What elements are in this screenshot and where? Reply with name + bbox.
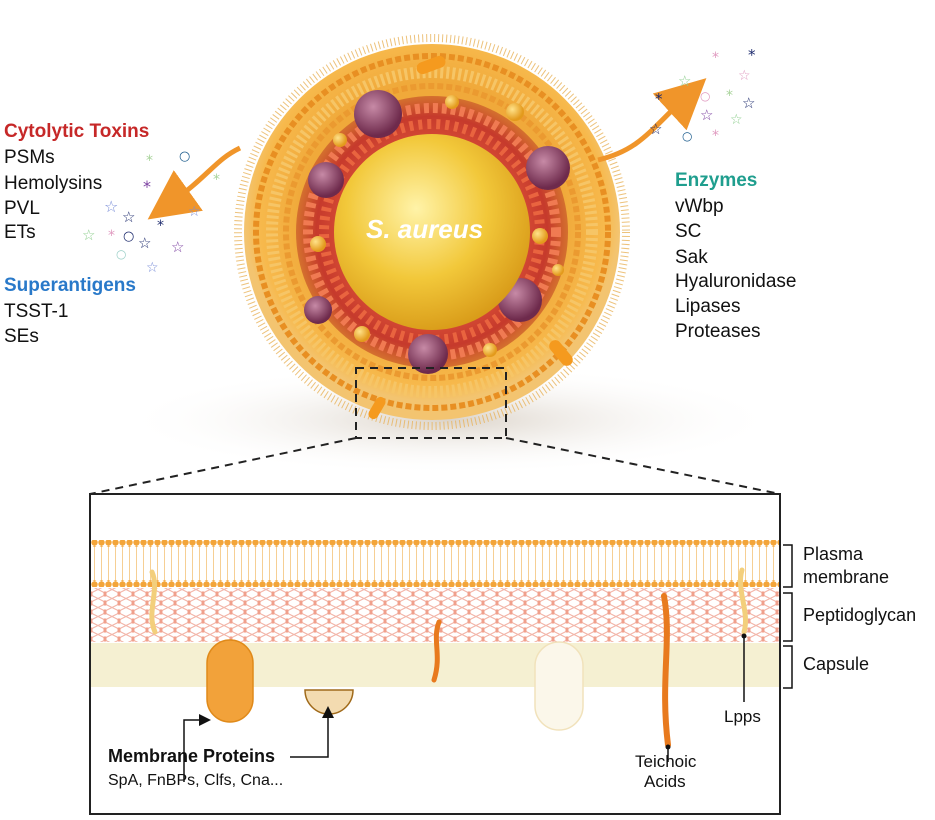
circle-icon: ○ <box>682 129 692 143</box>
organism-label: S. aureus <box>366 214 484 244</box>
circle-icon: ○ <box>123 229 134 244</box>
membrane-proteins-list: SpA, FnBPs, Clfs, Cna... <box>108 772 284 789</box>
enzyme-item: Proteases <box>675 321 761 342</box>
asterisk-icon: * <box>726 88 733 104</box>
vesicle <box>354 90 402 138</box>
star-icon: ☆ <box>82 226 95 244</box>
enzyme-item: Hyaluronidase <box>675 271 797 292</box>
star-icon: ☆ <box>171 238 184 256</box>
cell-core <box>334 134 530 330</box>
star-icon: ☆ <box>104 197 118 216</box>
teichoic-acids-label-2: Acids <box>644 772 686 791</box>
lipoprotein <box>149 569 158 635</box>
plasma-membrane-label-1: Plasma <box>803 544 864 564</box>
plasma-membrane-bottom <box>91 580 779 587</box>
plasma-membrane-label-2: membrane <box>803 567 890 587</box>
teichoic-acids-label-1: Teichoic <box>635 752 697 771</box>
superantigens-title: Superantigens <box>4 275 136 296</box>
star-icon: ☆ <box>146 260 159 276</box>
vesicle <box>304 296 332 324</box>
cell-shadow <box>120 365 780 475</box>
zoom-line-left <box>89 437 357 495</box>
asterisk-icon: * <box>157 218 164 234</box>
asterisk-icon: * <box>655 90 663 108</box>
star-icon: ☆ <box>649 120 662 138</box>
cell-envelope-inset <box>89 493 781 815</box>
enzyme-item: Sak <box>675 247 708 268</box>
teichoic-acid <box>431 619 442 683</box>
peptidoglycan-label: Peptidoglycan <box>803 605 917 625</box>
enzyme-release-arrow <box>597 78 707 163</box>
star-icon: ☆ <box>700 106 713 124</box>
asterisk-icon: * <box>712 50 719 66</box>
asterisk-icon: * <box>712 128 719 144</box>
asterisk-icon: * <box>748 46 756 64</box>
star-icon: ☆ <box>188 204 201 220</box>
star-icon: ☆ <box>138 234 151 252</box>
toxin-item: PVL <box>4 198 40 219</box>
toxin-item: PSMs <box>4 147 55 168</box>
toxin-particles: ☆ * ☆ ○ * ○ ☆ * ☆ * ☆ ☆ * ○ ☆ <box>82 149 220 276</box>
zoom-region <box>355 367 507 439</box>
asterisk-icon: * <box>143 177 151 196</box>
protein-connector <box>183 714 211 782</box>
asterisk-icon: * <box>213 172 220 188</box>
star-icon: ☆ <box>678 72 691 90</box>
star-icon: ☆ <box>730 112 743 128</box>
protein-connector <box>290 706 334 758</box>
teichoic-acid <box>661 593 671 748</box>
star-icon: ☆ <box>742 94 755 112</box>
capsule-pill <box>534 641 584 731</box>
lpps-label: Lpps <box>724 707 761 726</box>
enzyme-item: vWbp <box>675 196 724 217</box>
star-icon: ☆ <box>122 208 135 226</box>
enzyme-item: Lipases <box>675 296 741 317</box>
superantigen-item: TSST-1 <box>4 301 69 322</box>
plasma-membrane-top <box>91 540 779 547</box>
circle-icon: ○ <box>179 149 190 164</box>
enzymes-title: Enzymes <box>675 170 758 191</box>
toxin-item: ETs <box>4 222 36 243</box>
vesicle <box>408 334 448 374</box>
enzyme-particles: * * ☆ ☆ * ○ * ☆ ☆ ☆ ○ * ☆ <box>649 46 756 144</box>
cytolytic-toxins-title: Cytolytic Toxins <box>4 121 150 142</box>
capsule-label: Capsule <box>803 654 870 674</box>
asterisk-icon: * <box>146 153 153 169</box>
circle-icon: ○ <box>116 247 126 261</box>
star-icon: ☆ <box>738 68 751 84</box>
asterisk-icon: * <box>108 228 115 244</box>
zoom-line-right <box>505 437 781 495</box>
toxin-item: Hemolysins <box>4 173 103 194</box>
membrane-proteins-title: Membrane Proteins <box>108 746 276 766</box>
layer-brackets <box>783 544 793 689</box>
bacterium-cell <box>234 34 630 430</box>
vesicle <box>308 162 344 198</box>
vesicle <box>526 146 570 190</box>
lipoprotein <box>738 567 748 635</box>
enzyme-item: SC <box>675 221 702 242</box>
circle-icon: ○ <box>700 89 710 103</box>
superantigen-item: SEs <box>4 326 39 347</box>
toxin-release-arrow <box>147 145 242 220</box>
membrane-protein-large <box>206 639 254 723</box>
